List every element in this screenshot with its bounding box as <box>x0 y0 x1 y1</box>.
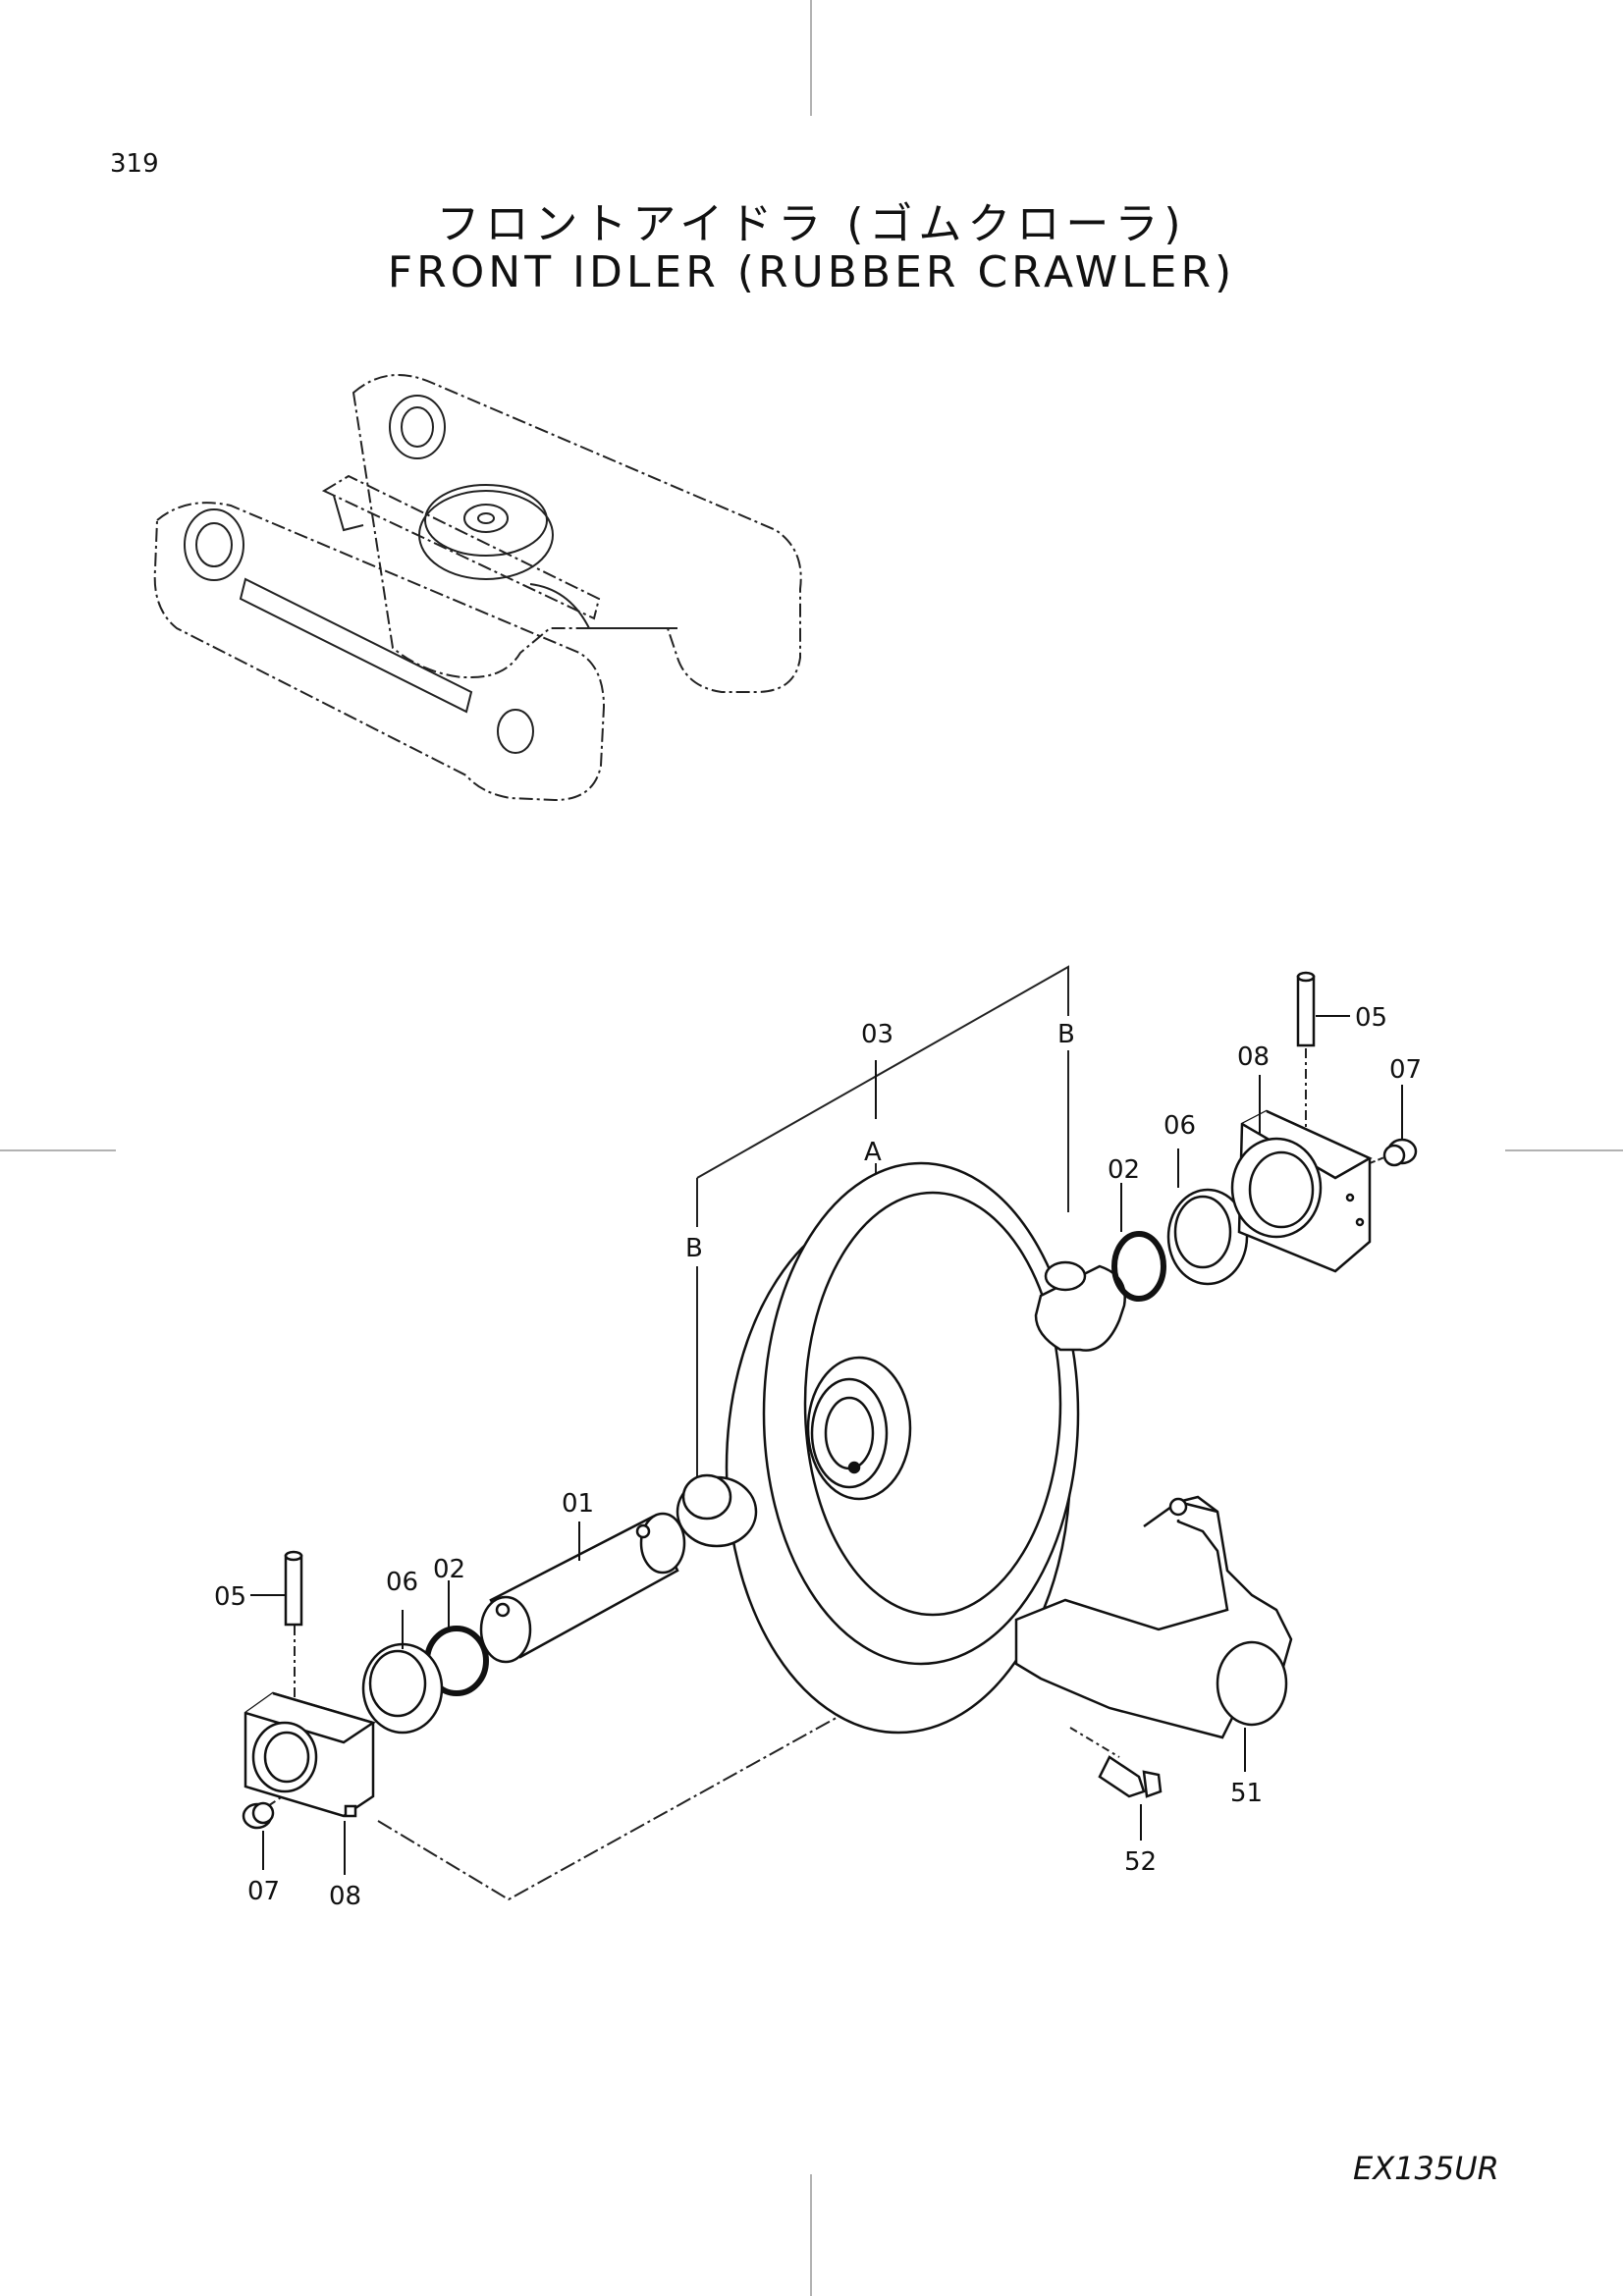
callout-05-right: 05 <box>1355 1003 1387 1033</box>
callout-07-right: 07 <box>1389 1055 1422 1085</box>
callout-05-left: 05 <box>214 1582 246 1612</box>
callout-06-right: 06 <box>1163 1111 1196 1141</box>
pin-left <box>284 1550 303 1627</box>
hub-bushing-right <box>1034 1260 1126 1352</box>
title-english: FRONT IDLER (RUBBER CRAWLER) <box>387 247 1236 297</box>
idler-yoke <box>1014 1495 1293 1739</box>
bolt <box>1098 1755 1163 1798</box>
title-japanese: フロントアイドラ (ゴムクローラ) <box>436 199 1187 249</box>
seal-right <box>1166 1188 1249 1286</box>
pin-right <box>1296 971 1316 1047</box>
callout-03: 03 <box>861 1020 893 1049</box>
leader-lines <box>250 1015 1403 1875</box>
callout-08-left: 08 <box>329 1882 361 1911</box>
model-code: EX135UR <box>1353 2150 1499 2187</box>
idler-shaft <box>479 1512 686 1664</box>
callout-08-right: 08 <box>1237 1042 1270 1072</box>
callout-51: 51 <box>1230 1779 1263 1808</box>
callout-02-left: 02 <box>433 1555 465 1584</box>
undercarriage-overview <box>153 374 802 802</box>
hub-bushing-left <box>676 1473 758 1548</box>
bracket-block-left <box>243 1691 376 1818</box>
o-ring-right <box>1111 1231 1166 1302</box>
callout-02-right: 02 <box>1108 1155 1140 1185</box>
callout-ref-b-right: B <box>1057 1020 1075 1049</box>
callout-01: 01 <box>562 1489 594 1519</box>
callout-06-left: 06 <box>386 1568 418 1597</box>
callout-ref-b-left: B <box>685 1234 703 1263</box>
callout-labels: 03 A B B 05 08 07 06 02 01 05 06 02 07 0… <box>214 1003 1422 1911</box>
seal-left <box>361 1642 444 1735</box>
plug-right <box>1382 1138 1418 1167</box>
callout-ref-a: A <box>864 1138 882 1167</box>
callout-07-left: 07 <box>247 1877 280 1906</box>
callout-52: 52 <box>1124 1847 1157 1877</box>
plug-left <box>242 1801 275 1830</box>
page-number: 319 <box>110 149 159 179</box>
bracket-block-right <box>1230 1109 1373 1273</box>
front-idler-wheel <box>725 1161 1080 1735</box>
